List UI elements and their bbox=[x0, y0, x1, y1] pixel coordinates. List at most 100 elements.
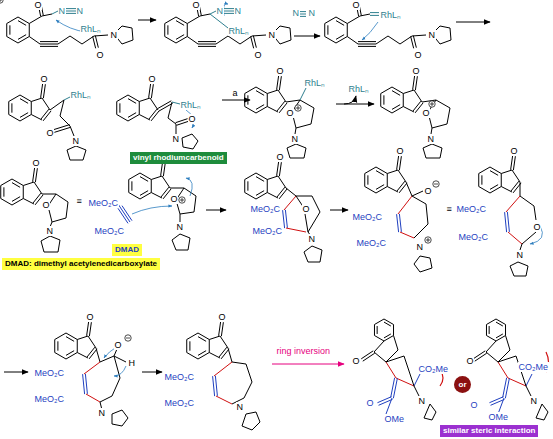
bond bbox=[40, 46, 58, 47]
bond bbox=[6, 24, 7, 37]
bond bbox=[140, 177, 148, 182]
bond bbox=[414, 224, 428, 238]
bond bbox=[228, 348, 232, 362]
bond bbox=[128, 180, 129, 193]
bond bbox=[50, 236, 60, 240]
bond bbox=[432, 412, 436, 420]
bond bbox=[184, 188, 196, 196]
bond bbox=[117, 95, 128, 102]
bond bbox=[172, 240, 176, 250]
bond bbox=[400, 232, 414, 238]
atom-label: O bbox=[414, 50, 422, 60]
bond bbox=[286, 188, 296, 196]
bond bbox=[66, 202, 68, 218]
bond bbox=[188, 238, 190, 250]
bond bbox=[486, 341, 496, 352]
bond bbox=[33, 193, 41, 203]
charge-symbol bbox=[425, 237, 431, 243]
atom-label: CO₂Me bbox=[518, 362, 549, 372]
bond bbox=[336, 17, 347, 24]
bond bbox=[386, 362, 396, 378]
bond bbox=[252, 35, 266, 36]
bond bbox=[164, 24, 165, 37]
atom-label: N bbox=[234, 6, 242, 16]
bond bbox=[242, 414, 246, 426]
bond bbox=[312, 196, 320, 212]
bond bbox=[67, 146, 76, 150]
bond bbox=[76, 146, 86, 150]
charge-symbol bbox=[433, 181, 439, 187]
bond bbox=[486, 325, 487, 336]
bond bbox=[247, 181, 248, 190]
bond bbox=[112, 410, 122, 414]
bond bbox=[31, 102, 32, 115]
bond bbox=[120, 207, 130, 222]
bond bbox=[267, 94, 268, 107]
bond bbox=[151, 176, 162, 180]
bond bbox=[161, 187, 169, 197]
bond bbox=[189, 341, 190, 350]
bond bbox=[440, 148, 442, 158]
bond bbox=[112, 378, 120, 396]
atom-label: O bbox=[40, 74, 48, 84]
bond bbox=[84, 362, 100, 374]
bond bbox=[397, 214, 399, 232]
bond bbox=[187, 16, 200, 24]
bond bbox=[267, 180, 268, 193]
bond bbox=[430, 258, 432, 268]
reaction-arrow bbox=[272, 364, 344, 365]
bond bbox=[168, 102, 172, 118]
atom-label: MeO₂C bbox=[252, 226, 283, 236]
bond bbox=[384, 319, 394, 325]
bond bbox=[536, 404, 542, 418]
atom-label: ≡ bbox=[446, 204, 452, 214]
bond bbox=[392, 105, 400, 110]
bond bbox=[479, 167, 490, 174]
bond bbox=[151, 180, 152, 193]
bond bbox=[277, 162, 279, 176]
bond bbox=[256, 193, 267, 200]
bond bbox=[192, 134, 198, 141]
bond bbox=[52, 218, 66, 222]
bond bbox=[478, 174, 479, 187]
atom-label: O bbox=[276, 152, 284, 162]
bond bbox=[534, 206, 536, 220]
bond bbox=[374, 319, 384, 325]
atom-label: N bbox=[176, 222, 184, 232]
bond bbox=[486, 336, 496, 342]
atom-label: O bbox=[96, 50, 104, 60]
bond bbox=[167, 25, 168, 34]
bond bbox=[216, 36, 228, 44]
bond bbox=[176, 124, 177, 134]
atom-label: MeO₂C bbox=[94, 226, 125, 236]
bond bbox=[279, 162, 281, 176]
bond bbox=[252, 422, 260, 430]
bond bbox=[122, 206, 132, 221]
bond bbox=[376, 187, 387, 194]
bond bbox=[20, 95, 31, 102]
bond bbox=[44, 252, 58, 253]
node-text: similar steric interaction bbox=[443, 426, 535, 435]
bond bbox=[325, 37, 336, 44]
bond bbox=[187, 24, 188, 37]
bond bbox=[12, 183, 20, 188]
bond bbox=[139, 115, 150, 121]
bond bbox=[414, 264, 420, 272]
bond bbox=[23, 199, 34, 205]
bond bbox=[100, 356, 114, 362]
bond bbox=[298, 106, 299, 110]
bond bbox=[65, 13, 76, 14]
bond bbox=[256, 173, 267, 180]
bond bbox=[223, 11, 234, 12]
bond bbox=[245, 173, 256, 180]
atom-label: O bbox=[192, 0, 200, 10]
bond bbox=[428, 238, 429, 242]
bond bbox=[479, 187, 490, 194]
bond bbox=[361, 351, 373, 359]
atom-label: N bbox=[418, 396, 426, 406]
bond bbox=[112, 424, 122, 426]
bond bbox=[129, 173, 140, 180]
bond bbox=[122, 26, 132, 28]
bond bbox=[186, 340, 187, 353]
bond bbox=[256, 91, 264, 96]
